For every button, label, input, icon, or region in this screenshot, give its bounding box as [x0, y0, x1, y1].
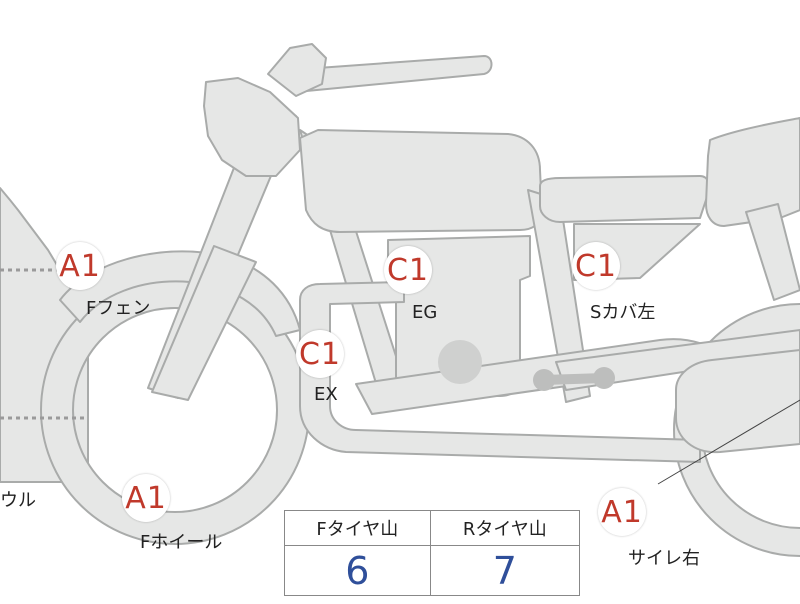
marker-label-front-wheel: Fホイール: [140, 532, 223, 553]
fork-lower: [151, 245, 257, 401]
marker-badge-engine: C1: [384, 246, 432, 294]
rear-tire-value: 7: [492, 548, 517, 593]
exhaust-pipe: [299, 281, 701, 463]
tire-tread-table: Fタイヤ山 Rタイヤ山 6 7: [284, 510, 580, 596]
mirror: [267, 43, 327, 97]
marker-label-engine: EG: [412, 302, 438, 323]
front-tire-header: Fタイヤ山: [284, 510, 431, 546]
front-tire-value: 6: [284, 545, 431, 596]
engine-cover: [438, 340, 482, 384]
headlight: [203, 77, 301, 177]
marker-label-exhaust: EX: [314, 384, 338, 405]
handlebar: [289, 55, 493, 93]
silencer: [675, 349, 800, 454]
leader-line: [657, 399, 800, 485]
marker-label-front-fender: Fフェン: [86, 298, 151, 319]
fuel-tank: [299, 129, 543, 233]
marker-label-side-cover-left: Sカバ左: [590, 302, 656, 323]
marker-badge-silencer-right: A1: [598, 488, 646, 536]
rear-tire-header: Rタイヤ山: [430, 510, 580, 546]
marker-badge-side-cover-left: C1: [572, 242, 620, 290]
marker-badge-exhaust: C1: [296, 330, 344, 378]
marker-label-silencer-right: サイレ右: [628, 548, 700, 569]
rear-shock: [745, 203, 800, 301]
rear-cowl: [705, 117, 800, 227]
side-label: ウル: [0, 490, 36, 511]
foot-peg: [533, 367, 615, 391]
marker-badge-front-wheel: A1: [122, 474, 170, 522]
seat: [539, 175, 711, 223]
marker-badge-front-fender: A1: [56, 242, 104, 290]
